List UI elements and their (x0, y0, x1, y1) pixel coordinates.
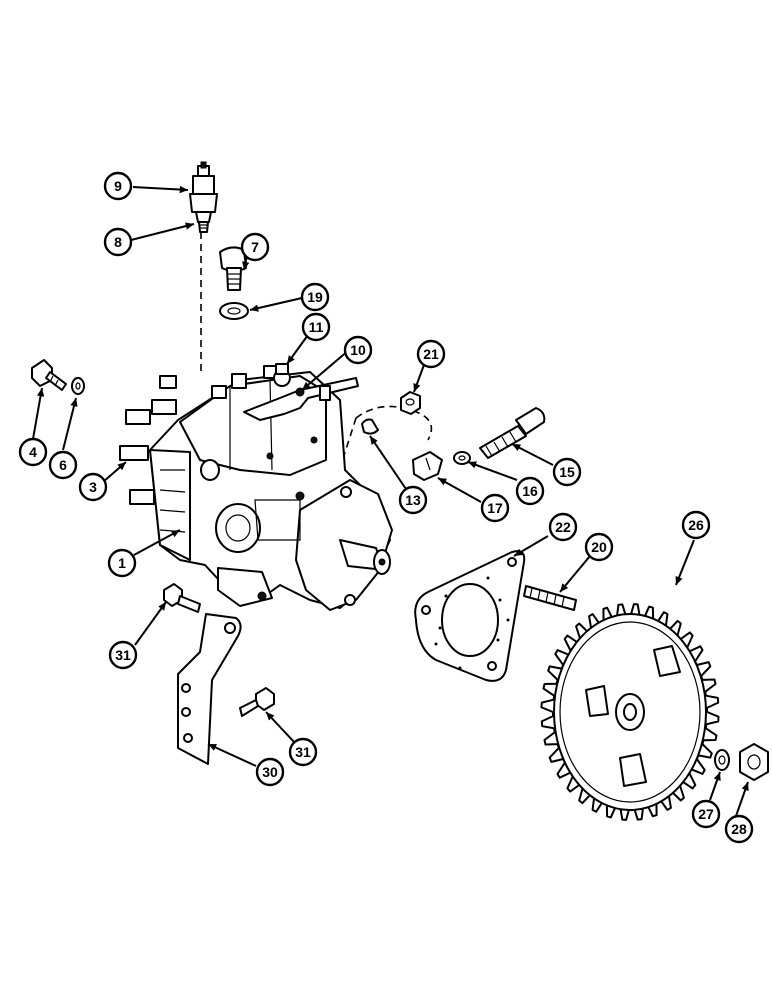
arrowhead (468, 461, 477, 469)
bracket-bolt-upper (163, 583, 201, 613)
callout-label: 13 (405, 492, 421, 508)
arrowhead (413, 383, 421, 392)
callout-label: 20 (591, 539, 607, 555)
callout: 7 (240, 232, 270, 262)
bracket-bolt-lower (239, 687, 275, 717)
pump-drive-gear (540, 603, 720, 821)
callout: 20 (584, 532, 614, 562)
arrowhead (512, 444, 521, 451)
support-bracket (177, 613, 242, 765)
callout: 11 (301, 312, 331, 342)
throttle-lever (243, 363, 359, 421)
callout: 22 (548, 512, 578, 542)
callout: 13 (398, 485, 428, 515)
gasket-texture (434, 576, 510, 670)
arrowhead (179, 185, 188, 194)
callout-label: 4 (29, 444, 37, 460)
arrowhead (70, 398, 78, 407)
callout-label: 19 (307, 289, 323, 305)
callout: 26 (681, 510, 711, 540)
callout: 21 (416, 339, 446, 369)
arrowhead (171, 530, 180, 538)
callout-label: 6 (59, 457, 67, 473)
stud-bolt (479, 407, 546, 459)
callout-label: 31 (115, 647, 131, 663)
woodruff-key (361, 418, 379, 435)
lock-plate (412, 451, 443, 481)
gear-nut (739, 743, 769, 781)
callout-label: 16 (522, 483, 538, 499)
arrowhead (242, 261, 250, 270)
gear-lock-washer (714, 749, 730, 771)
callout-label: 10 (350, 342, 366, 358)
callout: 31 (108, 640, 138, 670)
callout: 6 (48, 450, 78, 480)
callout: 1 (107, 548, 137, 578)
callout: 16 (515, 476, 545, 506)
arrowhead (185, 222, 194, 230)
callout-label: 30 (262, 764, 278, 780)
callout: 28 (724, 814, 754, 844)
hex-bolt (31, 359, 67, 391)
callout-label: 1 (118, 555, 126, 571)
solenoid-valve (189, 161, 218, 233)
arrowhead (302, 381, 311, 390)
arrowhead (370, 436, 378, 445)
arrowhead (250, 304, 259, 312)
arrowhead (266, 712, 275, 721)
arrowhead (208, 744, 217, 751)
spring-washer (453, 451, 471, 465)
callout-label: 21 (423, 346, 439, 362)
callout: 4 (18, 437, 48, 467)
callout: 8 (103, 227, 133, 257)
sealing-washer (219, 302, 249, 320)
callout-label: 31 (295, 744, 311, 760)
arrowhead (514, 548, 523, 556)
flange-gasket (414, 550, 526, 682)
callout: 3 (78, 472, 108, 502)
gear-stud (523, 585, 577, 611)
arrowhead (158, 602, 166, 611)
arrowhead (438, 478, 447, 486)
callout-label: 7 (251, 239, 259, 255)
callout: 27 (691, 799, 721, 829)
callout-label: 27 (698, 806, 714, 822)
callout-label: 9 (114, 178, 122, 194)
callout-label: 22 (555, 519, 571, 535)
leader-arrowheads (37, 185, 749, 791)
callout-label: 17 (487, 500, 503, 516)
callout-label: 8 (114, 234, 122, 250)
callout: 17 (480, 493, 510, 523)
callout-label: 26 (688, 517, 704, 533)
callout: 15 (552, 457, 582, 487)
arrowhead (287, 355, 295, 364)
callout-label: 28 (731, 821, 747, 837)
arrowhead (37, 388, 45, 397)
arrowhead (713, 772, 721, 781)
alignment-line-key (339, 405, 433, 469)
callout-label: 3 (89, 479, 97, 495)
callout: 10 (343, 335, 373, 365)
callout-label: 15 (559, 464, 575, 480)
lock-washer (71, 377, 85, 395)
arrowhead (560, 583, 569, 592)
callout-label: 11 (309, 319, 324, 335)
arrowhead (741, 782, 749, 791)
arrowhead (675, 576, 683, 585)
callout: 30 (255, 757, 285, 787)
callout: 19 (300, 282, 330, 312)
callout: 31 (288, 737, 318, 767)
injection-pump-body (119, 365, 393, 611)
hex-nut (400, 391, 421, 415)
banjo-bolt (219, 246, 247, 291)
callout: 9 (103, 171, 133, 201)
arrowhead (117, 462, 126, 471)
